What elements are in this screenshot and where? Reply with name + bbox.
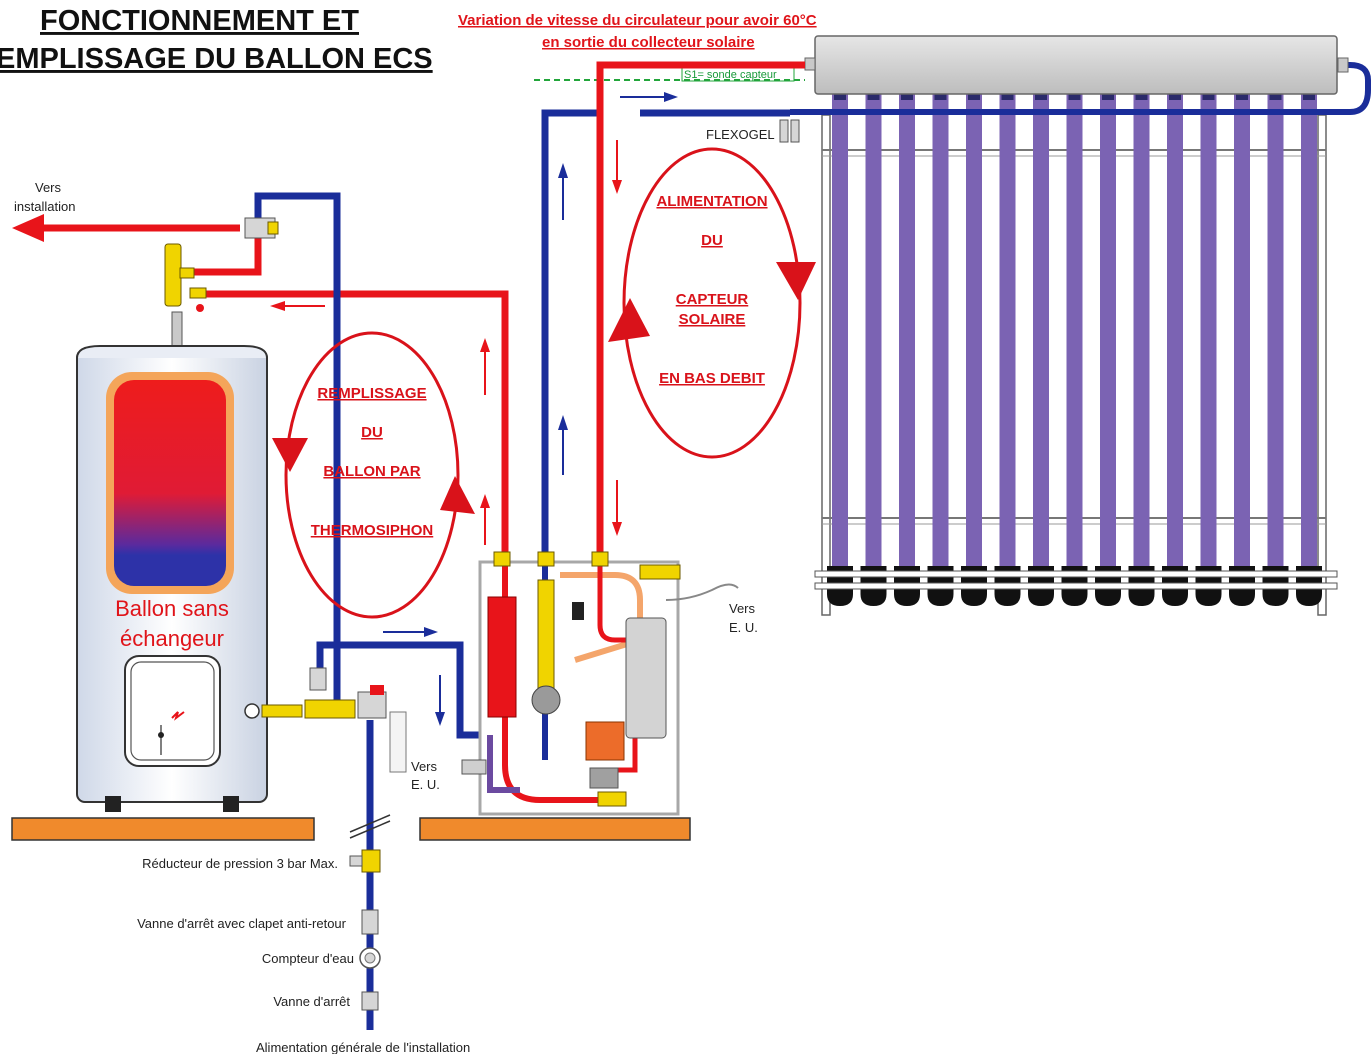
solar-pump-station (461, 551, 739, 816)
tank-base (11, 817, 315, 841)
right-loop-line-1: ALIMENTATION (656, 193, 767, 210)
tank-label-line-2: échangeur (120, 626, 224, 651)
drain-label-right-1: Vers (729, 601, 756, 616)
hot-water-tank: Ballon sans échangeur (76, 217, 279, 812)
thermosiphon-loop: REMPLISSAGE DU BALLON PAR THERMOSIPHON (272, 331, 475, 619)
tube-connector (901, 90, 913, 100)
vacuum-tube (1033, 92, 1049, 572)
vacuum-tube (1133, 92, 1150, 572)
installation-label-2: installation (14, 199, 75, 214)
vacuum-tube (999, 92, 1016, 572)
stop-valve-label: Vanne d'arrêt (273, 994, 350, 1009)
tube-connector (1303, 90, 1315, 100)
vacuum-tube (932, 92, 949, 572)
station-base (419, 817, 691, 841)
tube-connector (934, 90, 947, 100)
drain-label-bottom-1: Vers (411, 759, 438, 774)
tube-connector (834, 90, 846, 100)
arrow-to-installation (12, 214, 44, 242)
tube-connector (1236, 90, 1248, 100)
collector-manifold (814, 35, 1338, 95)
tube-connector (1169, 90, 1181, 100)
vacuum-tube (1200, 92, 1217, 572)
tube-connector (1068, 90, 1081, 100)
tube-connector (1035, 90, 1047, 100)
title-line-1: FONCTIONNEMENT ET (40, 5, 359, 37)
vacuum-tube (1301, 92, 1317, 572)
vacuum-tube (865, 92, 882, 572)
left-loop-line-4: THERMOSIPHON (311, 522, 434, 539)
vacuum-tube (899, 92, 915, 572)
tank-label-line-1: Ballon sans (115, 596, 229, 621)
tube-connector (1102, 90, 1114, 100)
tube-connector (1269, 90, 1282, 100)
vacuum-tube (1066, 92, 1083, 572)
vacuum-tube (966, 92, 982, 572)
flow-arrows (270, 92, 678, 726)
installation-label-1: Vers (35, 180, 62, 195)
left-loop-line-3: BALLON PAR (323, 463, 420, 480)
tube-connector (1202, 90, 1215, 100)
vacuum-tube (1267, 92, 1284, 572)
subtitle-line-2: en sortie du collecteur solaire (542, 34, 755, 51)
left-loop-line-2: DU (361, 424, 383, 441)
vacuum-tube (1167, 92, 1183, 572)
pressure-reducer-label: Réducteur de pression 3 bar Max. (142, 856, 338, 871)
vacuum-tube (832, 92, 848, 572)
vacuum-tube (1234, 92, 1250, 572)
supply-label: Alimentation générale de l'installation (256, 1040, 470, 1054)
right-loop-line-2: DU (701, 232, 723, 249)
check-valve-label: Vanne d'arrêt avec clapet anti-retour (137, 916, 347, 931)
solar-collector (790, 35, 1371, 616)
vacuum-tube (1100, 92, 1116, 572)
drain-label-bottom-2: E. U. (411, 777, 440, 792)
supply-chain (349, 849, 381, 1011)
tube-connector (1001, 90, 1014, 100)
right-loop-line-4: SOLAIRE (679, 311, 746, 328)
cold-inlet-fittings (261, 667, 407, 773)
water-meter-label: Compteur d'eau (262, 951, 354, 966)
title-line-2: EMPLISSAGE DU BALLON ECS (0, 43, 433, 75)
left-loop-line-1: REMPLISSAGE (317, 385, 426, 402)
tube-connector (867, 90, 880, 100)
subtitle-line-1: Variation de vitesse du circulateur pour… (458, 12, 817, 29)
tube-connector (1135, 90, 1148, 100)
right-loop-line-5: EN BAS DEBIT (659, 370, 765, 387)
drain-label-right-2: E. U. (729, 620, 758, 635)
vacuum-tubes (827, 90, 1322, 606)
tube-connector (968, 90, 980, 100)
sensor-label: S1= sonde capteur (684, 69, 777, 81)
flexogel-label: FLEXOGEL (706, 127, 775, 142)
collector-feed-loop: ALIMENTATION DU CAPTEUR SOLAIRE EN BAS D… (608, 147, 816, 459)
right-loop-line-3: CAPTEUR (676, 291, 749, 308)
